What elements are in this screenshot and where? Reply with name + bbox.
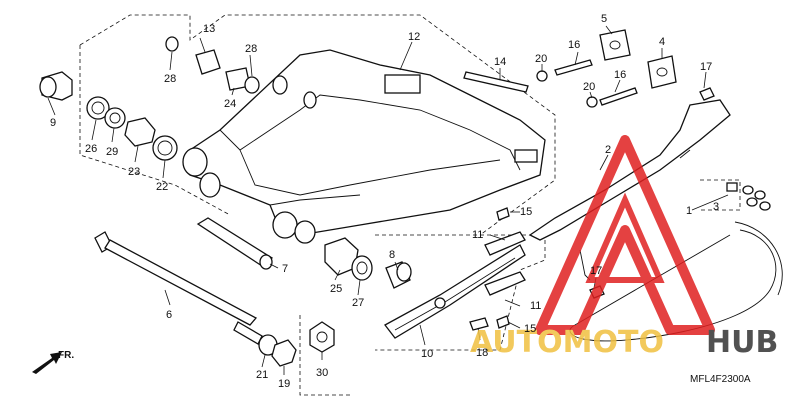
callout-5: 5 — [601, 13, 607, 25]
callout-7: 7 — [282, 263, 288, 275]
callout-3: 3 — [713, 201, 719, 213]
callout-29: 29 — [106, 146, 118, 158]
callout-labels: 1 2 3 4 5 6 7 8 9 10 11 11 12 13 14 15 1… — [50, 13, 719, 390]
diagram-code: MFL4F2300A — [690, 374, 751, 385]
left-bearings — [39, 71, 178, 161]
callout-17b: 17 — [590, 265, 602, 277]
callout-15a: 15 — [520, 206, 532, 218]
callout-15b: 15 — [524, 323, 536, 335]
callout-19: 19 — [278, 378, 290, 390]
callout-2: 2 — [605, 144, 611, 156]
watermark-inner-triangle — [585, 192, 665, 283]
callout-13: 13 — [203, 23, 215, 35]
callout-8: 8 — [389, 249, 395, 261]
pivot-bearings — [324, 237, 373, 281]
watermark-logo: AUTOMOTO HUB — [470, 135, 778, 360]
callout-11a: 11 — [472, 229, 483, 241]
callout-22: 22 — [156, 181, 168, 193]
callout-9: 9 — [50, 117, 56, 129]
callout-21: 21 — [256, 369, 268, 381]
callout-14: 14 — [494, 56, 506, 68]
callout-18: 18 — [476, 347, 488, 359]
callout-23: 23 — [128, 166, 140, 178]
callout-28a: 28 — [164, 73, 176, 85]
callout-26: 26 — [85, 143, 97, 155]
collar-8 — [385, 261, 412, 289]
callout-25: 25 — [330, 283, 342, 295]
leader-lines — [47, 25, 729, 375]
chain-case — [528, 99, 731, 281]
top-bearings — [165, 36, 260, 94]
watermark-text-part1: AUTOMOTO — [470, 325, 664, 360]
callout-12: 12 — [408, 31, 420, 43]
watermark-text-part2: HUB — [706, 325, 778, 360]
front-direction-label: FR. — [58, 350, 74, 361]
callout-16a: 16 — [568, 39, 580, 51]
pivot-shaft — [94, 231, 263, 345]
callout-28b: 28 — [245, 43, 257, 55]
chain-slider — [384, 244, 526, 339]
swingarm-body — [182, 49, 546, 244]
callout-6: 6 — [166, 309, 172, 321]
callout-10: 10 — [421, 348, 433, 360]
callout-1: 1 — [686, 205, 692, 217]
bolts — [463, 59, 715, 331]
adjuster-blocks — [599, 29, 677, 89]
callout-11b: 11 — [530, 300, 541, 312]
callout-4: 4 — [659, 36, 665, 48]
callout-24: 24 — [224, 98, 236, 110]
callout-17a: 17 — [700, 61, 712, 73]
callout-27: 27 — [352, 297, 364, 309]
chain-joint-kit — [726, 182, 771, 211]
watermark-triangle — [535, 135, 715, 335]
callout-20a: 20 — [535, 53, 547, 65]
callout-16b: 16 — [614, 69, 626, 81]
shaft-nut — [258, 334, 297, 367]
front-direction-arrow — [32, 352, 62, 374]
nut-30 — [309, 321, 335, 353]
collar-part — [196, 217, 274, 270]
callout-30: 30 — [316, 367, 328, 379]
chain-guide-plates — [484, 231, 526, 296]
callout-20b: 20 — [583, 81, 595, 93]
